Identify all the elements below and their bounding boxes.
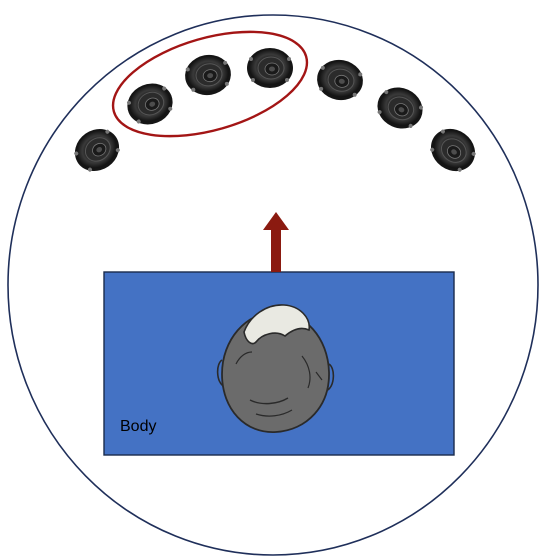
body-label: Body: [120, 418, 156, 435]
loudspeaker-icon: [121, 77, 179, 131]
loudspeaker-icon: [371, 80, 429, 135]
up-arrow-icon: [263, 212, 289, 272]
speaker-array: [67, 48, 484, 180]
loudspeaker-icon: [423, 120, 484, 179]
loudspeaker-icon: [247, 48, 293, 88]
loudspeaker-icon: [67, 120, 128, 179]
loudspeaker-icon: [314, 56, 366, 103]
loudspeaker-icon: [182, 51, 234, 98]
